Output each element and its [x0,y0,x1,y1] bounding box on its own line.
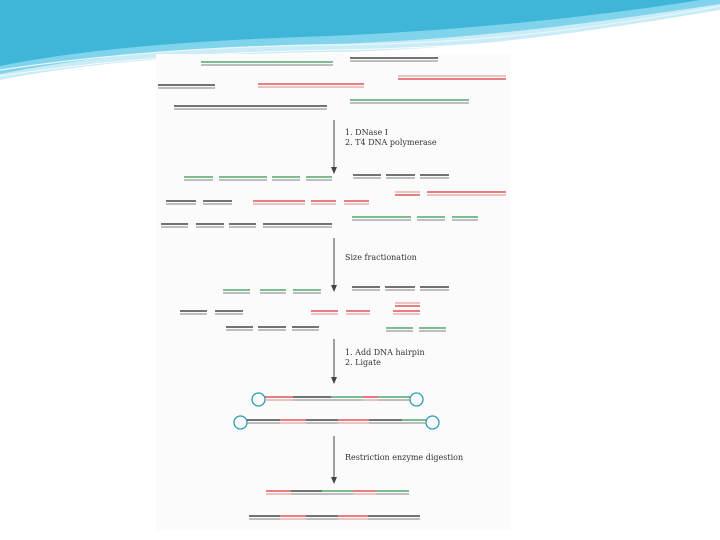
step-arrow-3-head [331,377,337,384]
hairpin-1-left-loop [252,393,265,406]
step-arrow-2-head [331,285,337,292]
step-arrow-4-head [331,477,337,484]
step4-label: Restriction enzyme digestion [345,453,463,463]
figure-panel: 1. DNase I 2. T4 DNA polymerase Size fra… [156,54,510,530]
hairpin-1-right-loop [410,393,423,406]
step2-label: Size fractionation [345,253,417,263]
step-arrow-1-head [331,167,337,174]
hairpin-2-left-loop [234,416,247,429]
step3-line1: 1. Add DNA hairpin [345,348,425,358]
step1-label: 1. DNase I 2. T4 DNA polymerase [345,128,437,148]
step2-line1: Size fractionation [345,253,417,263]
step4-line1: Restriction enzyme digestion [345,453,463,463]
step1-line1: 1. DNase I [345,128,437,138]
hairpin-2-right-loop [426,416,439,429]
step3-label: 1. Add DNA hairpin 2. Ligate [345,348,425,368]
step3-line2: 2. Ligate [345,358,425,368]
step1-line2: 2. T4 DNA polymerase [345,138,437,148]
